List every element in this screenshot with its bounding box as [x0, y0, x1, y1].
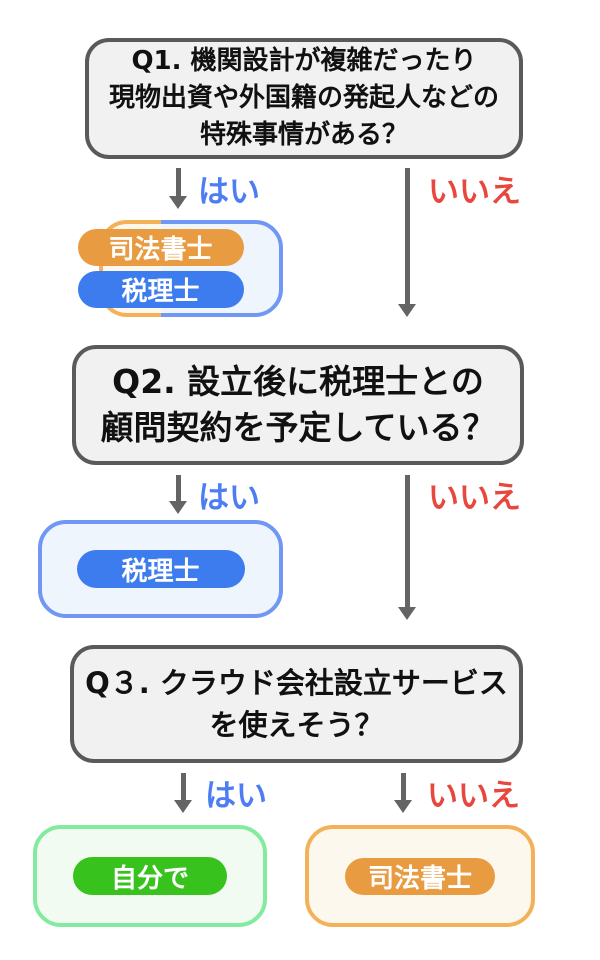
down-arrow-icon	[169, 475, 187, 514]
pill-shihoshoshi: 司法書士	[77, 229, 244, 266]
no-label-q2: いいえ	[428, 480, 521, 516]
result-box-zeirishi: 税理士	[38, 520, 283, 618]
down-arrow-icon	[174, 773, 192, 813]
q1-line-3: 特殊事情がある？	[199, 120, 408, 150]
pill-shihoshoshi: 司法書士	[345, 857, 495, 895]
q3-line-2: を使えそう？	[209, 708, 384, 742]
q1-line-1: Q1. 機関設計が複雑だったり	[131, 46, 477, 76]
pill-jibunde: 自分で	[73, 857, 227, 895]
q3-line-1: Q３. クラウド会社設立サービス	[85, 666, 508, 700]
pill-zeirishi: 税理士	[76, 550, 245, 588]
result-box-jibunde: 自分で	[33, 825, 267, 927]
q2-line-2: 顧問契約を予定している？	[100, 408, 496, 447]
question-box-q1: Q1. 機関設計が複雑だったり 現物出資や外国籍の発起人などの 特殊事情がある？	[85, 38, 523, 159]
down-arrow-icon	[169, 168, 187, 209]
question-box-q2: Q2. 設立後に税理士との 顧問契約を予定している？	[72, 345, 524, 465]
yes-label-q3: はい	[205, 778, 267, 814]
pill-zeirishi: 税理士	[77, 271, 244, 308]
q1-line-2: 現物出資や外国籍の発起人などの	[108, 83, 499, 113]
result-box-shihoshoshi: 司法書士	[305, 825, 535, 927]
q2-line-1: Q2. 設立後に税理士との	[112, 362, 484, 401]
no-label-q3: いいえ	[427, 778, 520, 814]
question-box-q3: Q３. クラウド会社設立サービス を使えそう？	[70, 645, 523, 763]
down-arrow-icon	[398, 475, 416, 620]
down-arrow-icon	[398, 168, 416, 317]
yes-label-q1: はい	[198, 174, 260, 210]
down-arrow-icon	[394, 773, 412, 813]
no-label-q1: いいえ	[428, 174, 521, 210]
result-box-shihoshoshi-zeirishi: 司法書士 税理士	[38, 220, 283, 317]
yes-label-q2: はい	[198, 480, 260, 516]
